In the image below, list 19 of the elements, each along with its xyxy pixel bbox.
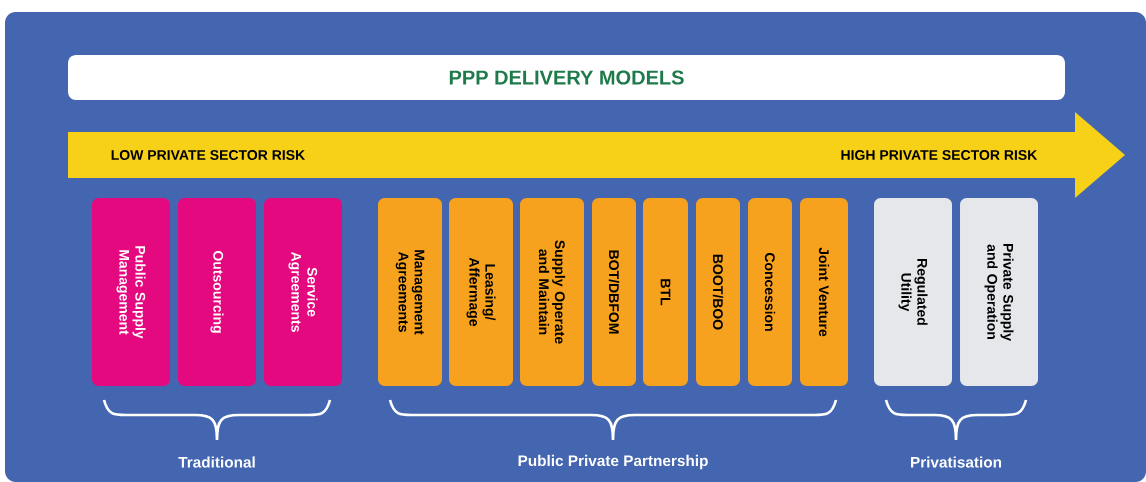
group-label: Privatisation — [911, 456, 1002, 468]
model-box: Leasing/ Affermage — [449, 198, 513, 386]
risk-label: HIGH PRIVATE SECTOR RISK — [841, 150, 1038, 160]
model-box: Management Agreements — [378, 198, 442, 386]
model-box: Supply Operate and Maintain — [520, 198, 584, 386]
model-box: BOT/DBFOM — [592, 198, 636, 386]
model-box: Service Agreements — [264, 198, 342, 386]
model-box: BOOT/BOO — [696, 198, 740, 386]
group-label: Public Private Partnership — [518, 454, 708, 470]
model-box: Joint Venture — [800, 198, 848, 386]
group-label: Traditional — [178, 456, 255, 468]
model-box: Concession — [748, 198, 792, 386]
model-box: BTL — [643, 198, 688, 386]
model-box: Regulated Utility — [874, 198, 952, 386]
model-box: Outsourcing — [178, 198, 256, 386]
model-box: Private Supply and Operation — [960, 198, 1038, 386]
title-bar: PPP DELIVERY MODELS — [68, 55, 1065, 100]
risk-label: LOW PRIVATE SECTOR RISK — [111, 150, 306, 160]
model-box: Public Supply Management — [92, 198, 170, 386]
